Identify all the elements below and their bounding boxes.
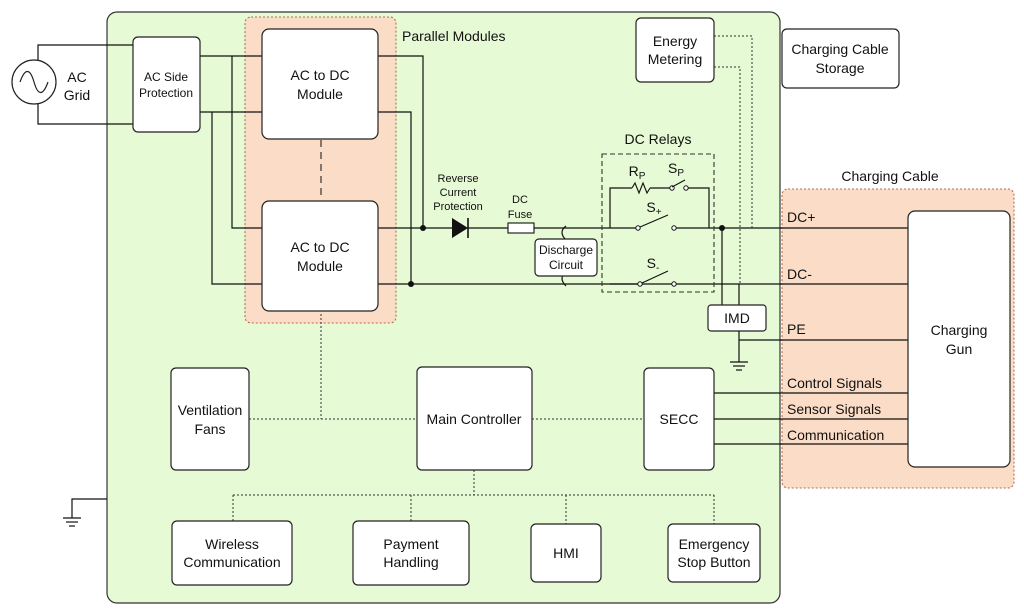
discharge-circuit-label-2: Circuit <box>549 258 584 272</box>
payment-handling-label: Payment <box>383 536 438 552</box>
charging-cable-label: Charging Cable <box>841 168 938 184</box>
station-region <box>106 11 781 604</box>
rp-label: RP <box>629 163 646 182</box>
charging-gun-label-2: Gun <box>946 341 972 357</box>
wireless-communication-label-2: Communication <box>183 554 280 570</box>
sp-switch-symbol <box>669 179 689 191</box>
ac-dc-module-1-label-2: Module <box>297 86 343 102</box>
reverse-current-label: Reverse <box>438 173 479 185</box>
discharge-circuit-label: Discharge <box>539 243 593 257</box>
dc-fuse-label: DC <box>512 194 528 206</box>
signal-wiring <box>232 35 753 524</box>
pe-label: PE <box>787 321 806 337</box>
dc-plus-label: DC+ <box>787 209 815 225</box>
dc-relays-box <box>601 153 715 293</box>
charging-cable-storage-block <box>781 28 900 89</box>
ac-dc-module-1-block <box>261 28 379 140</box>
ventilation-fans-label-2: Fans <box>194 421 225 437</box>
ac-grid-label-2: Grid <box>64 87 90 103</box>
main-controller-block <box>416 366 533 471</box>
imd-label: IMD <box>724 310 750 326</box>
emergency-stop-button-label: Emergency <box>679 536 750 552</box>
ac-side-protection-label: AC Side <box>144 70 188 84</box>
wireless-communication-label: Wireless <box>205 536 259 552</box>
dc-fuse-symbol <box>507 222 535 234</box>
ac-dc-module-2-label: AC to DC <box>290 239 349 255</box>
imd-block <box>707 304 767 332</box>
discharge-circuit-block <box>534 238 598 277</box>
emergency-stop-button-label-2: Stop Button <box>677 554 750 570</box>
ac-dc-module-2-label-2: Module <box>297 258 343 274</box>
ac-grid-source <box>11 59 57 105</box>
reverse-current-label-2: Current <box>440 187 477 199</box>
parallel-modules-label: Parallel Modules <box>402 28 506 44</box>
sp-label: SP <box>668 160 684 179</box>
dc-minus-label: DC- <box>787 266 812 282</box>
dc-fuse-label-2: Fuse <box>508 209 532 221</box>
communication-label: Communication <box>787 427 884 443</box>
splus-label: S+ <box>646 199 661 218</box>
sminus-label: S- <box>647 255 660 274</box>
main-controller-label: Main Controller <box>427 411 522 427</box>
energy-metering-block <box>635 17 715 83</box>
secc-label: SECC <box>660 411 699 427</box>
energy-metering-label-2: Metering <box>648 51 702 67</box>
hmi-label: HMI <box>553 545 579 561</box>
diode-symbol <box>452 218 469 238</box>
secc-block <box>643 367 715 471</box>
ac-dc-module-2-block <box>261 200 379 312</box>
charging-gun-block <box>907 210 1011 468</box>
ventilation-fans-block <box>170 367 250 471</box>
ac-side-protection-label-2: Protection <box>139 86 193 100</box>
sminus-switch-symbol <box>637 270 677 287</box>
ventilation-fans-label: Ventilation <box>178 402 243 418</box>
ac-side-protection-block <box>132 36 201 133</box>
charging-cable-storage-label: Charging Cable <box>791 41 888 57</box>
hmi-block <box>530 523 602 583</box>
dc-relays-label: DC Relays <box>625 131 692 147</box>
sensor-signals-label: Sensor Signals <box>787 401 881 417</box>
charging-cable-storage-label-2: Storage <box>815 60 864 76</box>
reverse-current-label-3: Protection <box>433 201 483 213</box>
rp-resistor-symbol <box>631 181 651 195</box>
control-signals-label: Control Signals <box>787 375 882 391</box>
ground-symbol-chassis <box>62 517 82 527</box>
payment-handling-label-2: Handling <box>383 554 438 570</box>
charging-gun-label: Charging <box>931 322 988 338</box>
payment-handling-block <box>352 520 470 586</box>
ac-grid-label: AC <box>67 69 86 85</box>
ac-dc-module-1-label: AC to DC <box>290 67 349 83</box>
energy-metering-label: Energy <box>653 33 697 49</box>
junction-dots <box>408 225 725 287</box>
wireless-communication-block <box>171 520 293 586</box>
emergency-stop-button-block <box>667 523 761 583</box>
splus-switch-symbol <box>635 214 677 231</box>
